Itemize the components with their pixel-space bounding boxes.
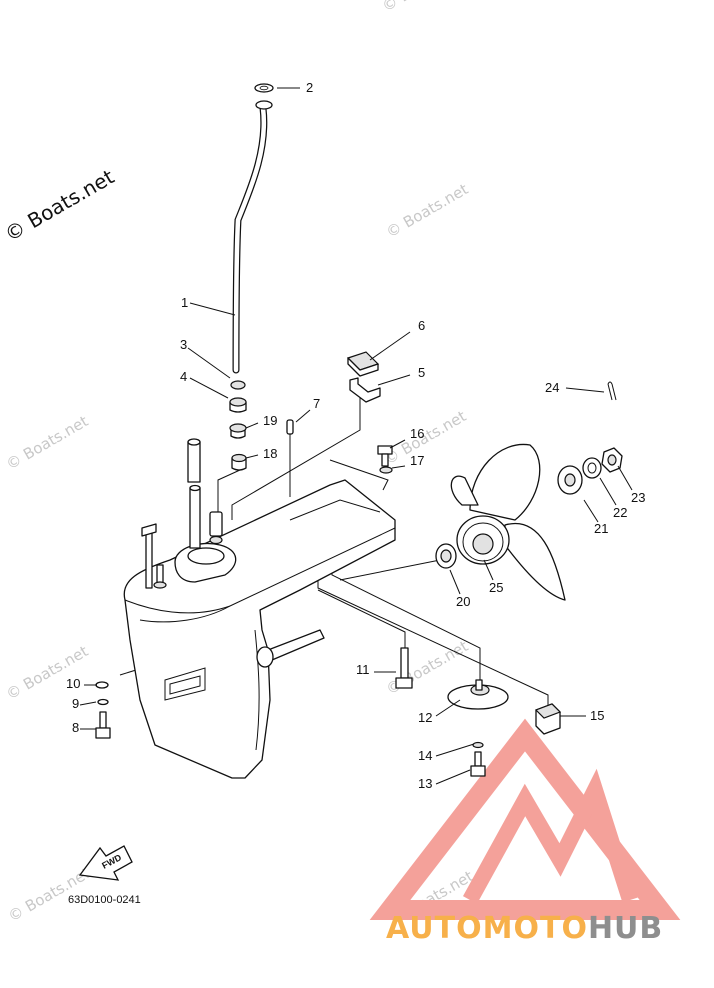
callout-number-1: 1 xyxy=(181,295,188,310)
callout-number-25: 25 xyxy=(489,580,503,595)
callout-number-12: 12 xyxy=(418,710,432,725)
bolt-13 xyxy=(470,741,486,777)
brand-text-hub: HUB xyxy=(588,911,663,946)
callout-number-16: 16 xyxy=(410,426,424,441)
watermark-mid-right: © Boats.net xyxy=(383,180,471,241)
bolt-16 xyxy=(377,445,393,474)
callout-number-24: 24 xyxy=(545,380,559,395)
callout-leader-19 xyxy=(245,422,259,429)
automotohub-logo-icon xyxy=(369,718,681,920)
callout-leader-21 xyxy=(583,499,599,523)
callout-number-3: 3 xyxy=(180,337,187,352)
drive-shaft xyxy=(141,438,223,589)
callout-number-22: 22 xyxy=(613,505,627,520)
callout-number-13: 13 xyxy=(418,776,432,791)
callout-number-19: 19 xyxy=(263,413,277,428)
callout-leader-22 xyxy=(599,477,617,506)
callout-number-8: 8 xyxy=(72,720,79,735)
callout-leader-5 xyxy=(377,374,411,386)
callout-number-11: 11 xyxy=(356,662,370,677)
callout-leader-4 xyxy=(189,377,229,399)
callout-leader-9 xyxy=(79,701,97,706)
callout-number-21: 21 xyxy=(594,521,608,536)
callout-leader-1 xyxy=(189,302,236,316)
watermark-left-mid: © Boats.net xyxy=(3,412,91,473)
bolt-8 xyxy=(95,681,111,739)
callout-number-15: 15 xyxy=(590,708,604,723)
callout-leader-24 xyxy=(565,387,605,393)
thrust-washer xyxy=(435,543,457,569)
callout-leader-6 xyxy=(369,331,411,361)
holder-plate xyxy=(346,351,381,403)
callout-leader-3 xyxy=(187,347,231,379)
propeller xyxy=(450,443,566,601)
watermark-top-right: © Boats.net xyxy=(379,0,467,15)
callout-number-7: 7 xyxy=(313,396,320,411)
anode-plate xyxy=(447,679,509,710)
callout-number-18: 18 xyxy=(263,446,277,461)
callout-leader-16 xyxy=(389,439,406,449)
callout-number-23: 23 xyxy=(631,490,645,505)
callout-number-4: 4 xyxy=(180,369,187,384)
boats-net-watermark: © Boats.net xyxy=(1,164,119,246)
callout-leader-14 xyxy=(435,743,475,757)
callout-leader-17 xyxy=(391,465,406,469)
callout-number-14: 14 xyxy=(418,748,432,763)
anode-block xyxy=(534,703,562,735)
callout-leader-13 xyxy=(435,769,471,785)
lower-casing xyxy=(123,479,396,779)
callout-number-17: 17 xyxy=(410,453,424,468)
bolt-11 xyxy=(395,647,413,689)
callout-number-5: 5 xyxy=(418,365,425,380)
callout-number-2: 2 xyxy=(306,80,313,95)
callout-leader-25 xyxy=(483,559,494,581)
prop-nut-stack xyxy=(557,381,623,495)
callout-leader-18 xyxy=(245,454,259,459)
fwd-arrow-icon: FWD xyxy=(78,845,133,881)
callout-number-10: 10 xyxy=(66,676,80,691)
watermark-left-low: © Boats.net xyxy=(3,642,91,703)
diagram-part-code: 63D0100-0241 xyxy=(68,894,141,906)
watermark-center-mid: © Boats.net xyxy=(381,407,469,468)
callout-leader-12 xyxy=(435,699,461,717)
brand-text-automoto: AUTOMOTO xyxy=(386,911,588,946)
callout-leader-20 xyxy=(449,569,461,595)
dowel-pin xyxy=(286,419,294,435)
callout-number-20: 20 xyxy=(456,594,470,609)
callout-leader-23 xyxy=(617,465,633,491)
shift-rod xyxy=(232,83,274,374)
shift-rod-seals xyxy=(229,380,247,471)
callout-number-6: 6 xyxy=(418,318,425,333)
automotohub-brand: AUTOMOTOHUB xyxy=(386,911,663,946)
callout-leader-7 xyxy=(295,409,311,423)
callout-number-9: 9 xyxy=(72,696,79,711)
